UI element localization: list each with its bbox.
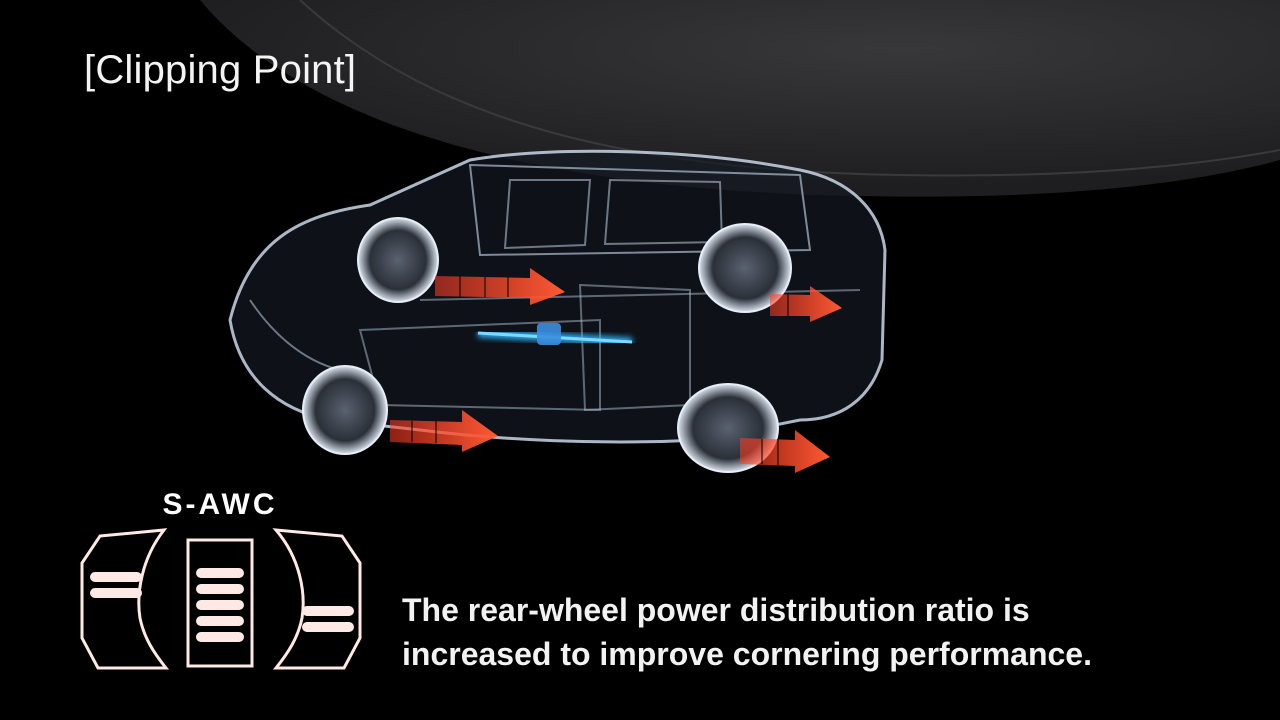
driveshaft-glow-icon [537, 323, 561, 345]
s-awc-torque-distribution-icon [80, 528, 362, 670]
page-title: [Clipping Point] [84, 48, 357, 92]
wheel-rear-left-icon [698, 223, 792, 313]
s-awc-label: S-AWC [162, 488, 278, 521]
wheel-front-right-icon [302, 365, 388, 455]
caption: The rear-wheel power distribution ratio … [402, 588, 1092, 676]
caption-line-1: The rear-wheel power distribution ratio … [402, 592, 1030, 628]
caption-line-2: increased to improve cornering performan… [402, 636, 1092, 672]
wheel-front-left-icon [357, 217, 439, 303]
